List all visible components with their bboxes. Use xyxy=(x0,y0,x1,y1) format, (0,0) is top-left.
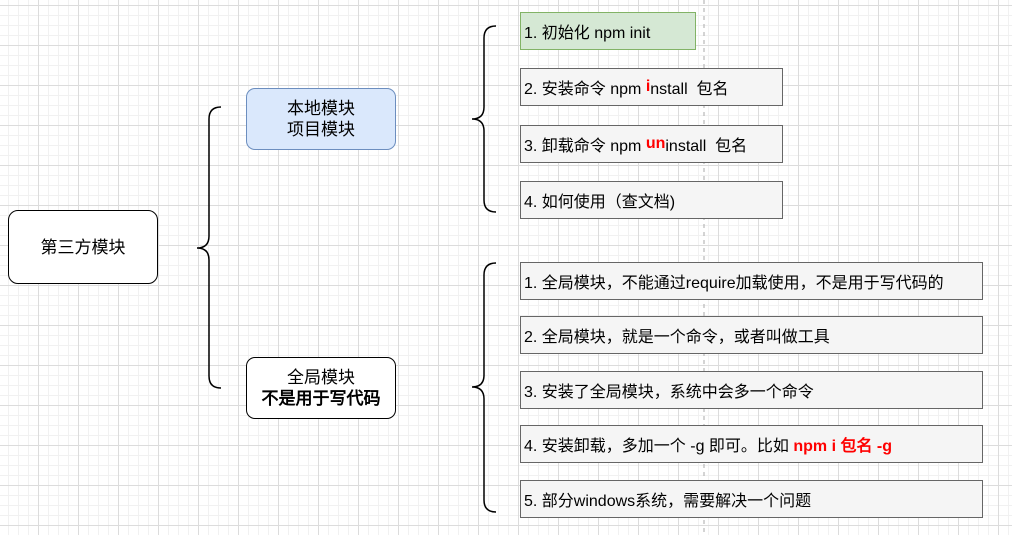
global-item-no-require[interactable]: 1. 全局模块，不能通过require加载使用，不是用于写代码的 xyxy=(520,262,983,300)
item-text: 1. 全局模块，不能通过require加载使用，不是用于写代码的 xyxy=(524,275,944,292)
item-text: nstall 包名 xyxy=(650,81,729,98)
global-item-command-tool[interactable]: 2. 全局模块，就是一个命令，或者叫做工具 xyxy=(520,316,983,354)
root-curly-bracket xyxy=(196,106,222,389)
item-text: 2. 全局模块，就是一个命令，或者叫做工具 xyxy=(524,329,830,346)
local-curly-bracket xyxy=(471,25,497,213)
global-module-node[interactable]: 全局模块 不是用于写代码 xyxy=(246,357,396,419)
item-text: 3. 安装了全局模块，系统中会多一个命令 xyxy=(524,384,814,401)
highlighted-text: i xyxy=(645,78,651,95)
root-node[interactable]: 第三方模块 xyxy=(8,210,158,284)
item-text: 4. 如何使用（查文档) xyxy=(524,194,676,211)
local-module-line2: 项目模块 xyxy=(287,120,355,139)
item-text: install 包名 xyxy=(665,138,748,155)
global-module-line1: 全局模块 xyxy=(287,368,355,387)
item-text: 1. 初始化 npm init xyxy=(524,25,651,42)
item-text: 5. 部分windows系统，需要解决一个问题 xyxy=(524,493,812,510)
global-item-install-adds-command[interactable]: 3. 安装了全局模块，系统中会多一个命令 xyxy=(520,371,983,409)
global-module-line2: 不是用于写代码 xyxy=(261,389,381,408)
global-curly-bracket xyxy=(471,262,497,513)
local-module-node[interactable]: 本地模块 项目模块 xyxy=(246,88,396,150)
local-item-usage[interactable]: 4. 如何使用（查文档) xyxy=(520,181,783,219)
local-item-init[interactable]: 1. 初始化 npm init xyxy=(520,12,696,50)
root-label: 第三方模块 xyxy=(40,237,126,257)
item-text: 4. 安装卸载，多加一个 -g 即可。比如 xyxy=(524,438,794,455)
highlighted-text: un xyxy=(645,135,666,152)
item-text: 2. 安装命令 npm xyxy=(524,81,646,98)
global-item-windows-issue[interactable]: 5. 部分windows系统，需要解决一个问题 xyxy=(520,480,983,518)
local-module-line1: 本地模块 xyxy=(287,99,355,118)
highlighted-text: npm i 包名 -g xyxy=(793,438,893,455)
item-text: 3. 卸载命令 npm xyxy=(524,138,646,155)
global-item-install-flag[interactable]: 4. 安装卸载，多加一个 -g 即可。比如 npm i 包名 -g xyxy=(520,425,983,463)
